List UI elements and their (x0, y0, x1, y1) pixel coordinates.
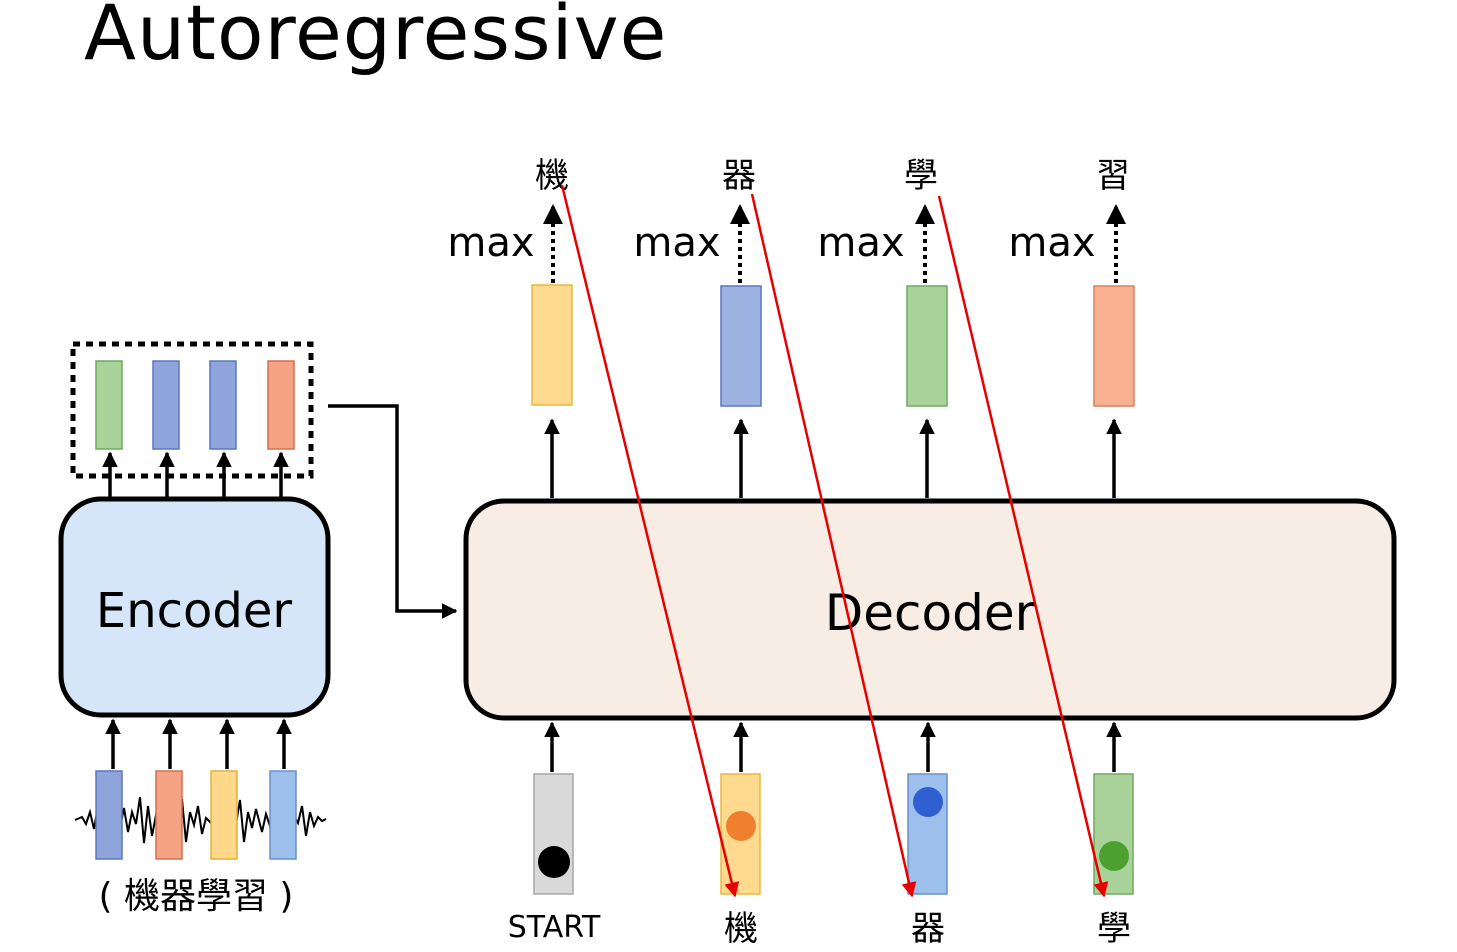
encoder-vector (152, 360, 180, 450)
output-distribution-3 (906, 285, 948, 407)
output-char-3: 學 (904, 156, 938, 196)
feedback-arrow-3 (937, 195, 1109, 898)
decoder-box (463, 498, 1397, 721)
output-distribution-1 (531, 284, 573, 406)
encoder-box (58, 496, 331, 718)
encoder-vector (267, 360, 295, 450)
max-label-1: max (447, 220, 534, 266)
input-label-3: 學 (1097, 909, 1131, 949)
encoder-vector (209, 360, 237, 450)
max-label-3: max (817, 220, 904, 266)
output-distribution-2 (720, 285, 762, 407)
start-dot (538, 846, 570, 878)
max-label-4: max (1008, 220, 1095, 266)
encoder-label: Encoder (96, 583, 293, 639)
max-label-2: max (633, 220, 720, 266)
output-char-4: 習 (1096, 156, 1130, 196)
audio-frame-bar (269, 770, 297, 860)
input-label-1: 機 (724, 909, 758, 949)
feedback-arrow-1 (560, 184, 740, 898)
input-dot-2 (913, 787, 943, 817)
audio-frame-bar (210, 770, 238, 860)
audio-frame-bar (95, 770, 123, 860)
encoder-caption: ( 機器學習 ) (99, 876, 294, 917)
encoder-output-group (70, 341, 314, 479)
encoder-vector (95, 360, 123, 450)
start-label: START (508, 910, 601, 945)
output-char-2: 器 (722, 156, 756, 196)
input-dot-3 (1099, 841, 1129, 871)
encoder-to-decoder-arrow (328, 404, 458, 619)
slide-title: Autoregressive (84, 0, 668, 77)
audio-frame-bar (155, 770, 183, 860)
output-distribution-4 (1093, 285, 1135, 407)
feedback-arrow-2 (750, 193, 917, 898)
decoder-label: Decoder (825, 584, 1036, 642)
input-label-2: 器 (911, 909, 945, 949)
input-token-3 (1093, 773, 1134, 895)
input-dot-1 (726, 811, 756, 841)
